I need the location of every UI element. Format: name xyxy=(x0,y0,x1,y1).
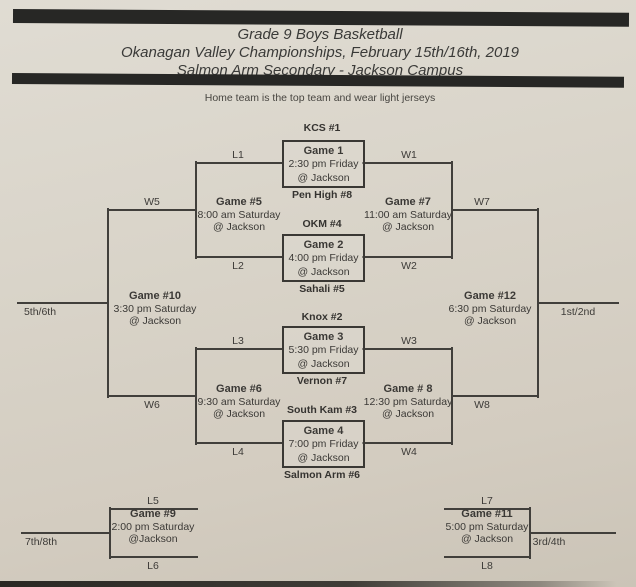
placement-1st-2nd: 1st/2nd xyxy=(560,306,596,318)
game8-title: Game # 8 xyxy=(383,383,433,395)
connector-label-w8: W8 xyxy=(474,399,490,411)
connector-label-l5: L5 xyxy=(147,495,159,507)
game1-box: Game 1 2:30 pm Friday @ Jackson xyxy=(282,140,365,188)
game3-time: 5:30 pm Friday xyxy=(288,344,359,356)
home-team-note: Home team is the top team and wear light… xyxy=(204,92,436,104)
game1-title: Game 1 xyxy=(303,145,344,157)
game10-block: Game #10 3:30 pm Saturday @ Jackson xyxy=(114,290,197,327)
photo-table-edge xyxy=(0,581,636,587)
game7-venue: @ Jackson xyxy=(381,221,435,233)
game8-block: Game # 8 12:30 pm Saturday @ Jackson xyxy=(364,383,453,420)
connector-label-w4: W4 xyxy=(401,446,417,458)
game8-venue: @ Jackson xyxy=(381,408,435,420)
game9-title: Game #9 xyxy=(130,508,176,520)
game1-venue: @ Jackson xyxy=(297,171,350,184)
game5-time: 8:00 am Saturday xyxy=(197,209,281,221)
game3-away-team: Vernon #7 xyxy=(296,375,348,387)
game2-box: Game 2 4:00 pm Friday @ Jackson xyxy=(282,234,365,282)
game10-time: 3:30 pm Saturday xyxy=(113,303,197,315)
connector-label-w5: W5 xyxy=(144,196,160,208)
game4-venue: @ Jackson xyxy=(297,451,350,464)
game9-venue: @Jackson xyxy=(128,533,178,545)
game9-block: Game #9 2:00 pm Saturday @Jackson xyxy=(112,508,195,545)
connector-label-w1: W1 xyxy=(401,149,417,161)
game5-block: Game #5 8:00 am Saturday @ Jackson xyxy=(198,196,281,233)
game11-venue: @ Jackson xyxy=(460,533,514,545)
game2-home-team: OKM #4 xyxy=(302,218,342,230)
connector-label-w7: W7 xyxy=(474,196,490,208)
game7-time: 11:00 am Saturday xyxy=(364,209,452,221)
game6-title: Game #6 xyxy=(216,383,262,395)
game1-home-team: KCS #1 xyxy=(303,122,341,134)
connector-label-l3: L3 xyxy=(232,335,244,347)
game3-box: Game 3 5:30 pm Friday @ Jackson xyxy=(282,326,365,374)
game10-title: Game #10 xyxy=(129,290,181,302)
game12-title: Game #12 xyxy=(464,290,516,302)
placement-3rd-4th: 3rd/4th xyxy=(532,536,566,548)
game4-title: Game 4 xyxy=(303,425,344,437)
game11-title: Game #11 xyxy=(461,508,513,520)
game12-time: 6:30 pm Saturday xyxy=(448,303,532,315)
game3-home-team: Knox #2 xyxy=(301,311,343,323)
game5-title: Game #5 xyxy=(216,196,262,208)
game11-block: Game #11 5:00 pm Saturday @ Jackson xyxy=(446,508,529,545)
placement-7th-8th: 7th/8th xyxy=(24,536,58,548)
game4-box: Game 4 7:00 pm Friday @ Jackson xyxy=(282,420,365,468)
game2-venue: @ Jackson xyxy=(297,265,350,278)
game10-venue: @ Jackson xyxy=(128,315,182,327)
game4-time: 7:00 pm Friday xyxy=(288,438,359,450)
game7-title: Game #7 xyxy=(385,196,431,208)
connector-label-l2: L2 xyxy=(232,260,244,272)
game5-venue: @ Jackson xyxy=(212,221,266,233)
game9-time: 2:00 pm Saturday xyxy=(111,521,195,533)
game12-venue: @ Jackson xyxy=(463,315,517,327)
game6-block: Game #6 9:30 am Saturday @ Jackson xyxy=(198,383,281,420)
game11-time: 5:00 pm Saturday xyxy=(445,521,529,533)
header-title-line2: Okanagan Valley Championships, February … xyxy=(120,44,520,61)
game6-venue: @ Jackson xyxy=(212,408,266,420)
game4-home-team: South Kam #3 xyxy=(286,404,358,416)
game7-block: Game #7 11:00 am Saturday @ Jackson xyxy=(364,196,452,233)
game8-time: 12:30 pm Saturday xyxy=(363,396,453,408)
game2-time: 4:00 pm Friday xyxy=(288,252,359,264)
game4-away-team: Salmon Arm #6 xyxy=(283,469,361,481)
game12-block: Game #12 6:30 pm Saturday @ Jackson xyxy=(449,290,532,327)
connector-label-w6: W6 xyxy=(144,399,160,411)
connector-label-w2: W2 xyxy=(401,260,417,272)
connector-label-l4: L4 xyxy=(232,446,244,458)
game2-away-team: Sahali #5 xyxy=(299,283,345,295)
connector-label-l1: L1 xyxy=(232,149,244,161)
game2-title: Game 2 xyxy=(303,239,344,251)
placement-5th-6th: 5th/6th xyxy=(23,306,57,318)
connector-label-w3: W3 xyxy=(401,335,417,347)
game1-away-team: Pen High #8 xyxy=(291,189,353,201)
header-title-line1: Grade 9 Boys Basketball xyxy=(237,26,403,43)
connector-label-l7: L7 xyxy=(481,495,493,507)
game3-venue: @ Jackson xyxy=(297,357,350,370)
game3-title: Game 3 xyxy=(303,331,344,343)
game1-time: 2:30 pm Friday xyxy=(288,158,359,170)
connector-label-l8: L8 xyxy=(481,560,493,572)
connector-label-l6: L6 xyxy=(147,560,159,572)
game6-time: 9:30 am Saturday xyxy=(197,396,281,408)
